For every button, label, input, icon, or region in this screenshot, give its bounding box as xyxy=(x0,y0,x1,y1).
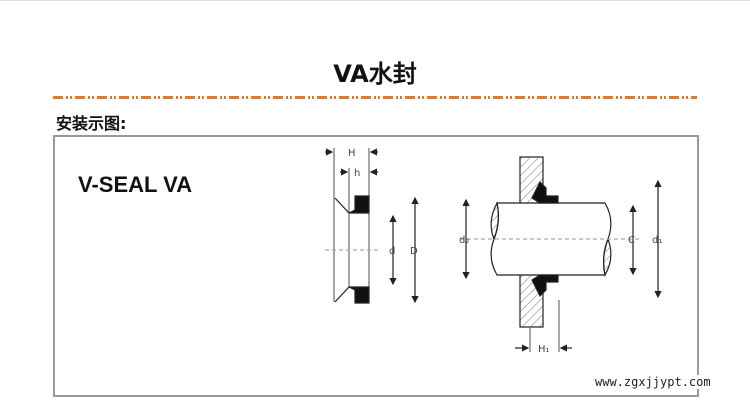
orange-divider xyxy=(53,96,697,99)
label-d1: d₁ xyxy=(652,235,662,246)
label-H: H xyxy=(348,148,356,159)
label-d: d xyxy=(389,246,395,257)
label-D: D xyxy=(410,246,418,257)
section-label: 安装示图: xyxy=(56,114,127,133)
label-H1: H₁ xyxy=(538,344,550,355)
installed-assembly xyxy=(460,156,662,352)
diagram-heading: V-SEAL VA xyxy=(78,172,193,197)
top-border xyxy=(0,0,750,1)
installation-diagram-frame xyxy=(53,135,699,397)
label-h: h xyxy=(354,168,360,179)
seal-profile xyxy=(325,148,419,304)
label-d2: d₂ xyxy=(459,235,469,246)
page-title: VA水封 xyxy=(333,60,417,88)
label-C: C xyxy=(628,235,635,246)
watermark: www.zgxjjypt.com xyxy=(593,375,713,389)
